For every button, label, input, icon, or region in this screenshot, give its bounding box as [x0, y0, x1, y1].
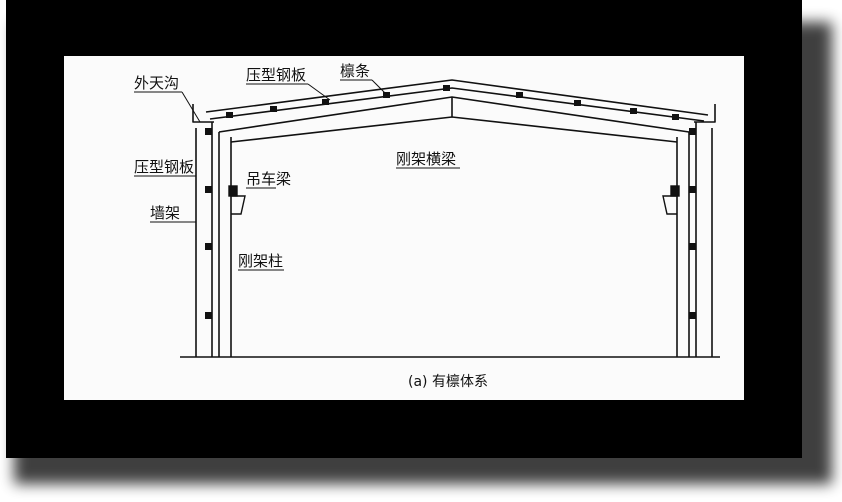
label-frame-column: 刚架柱 — [238, 252, 283, 270]
label-crane-beam: 吊车梁 — [246, 170, 291, 188]
leader-lines — [134, 79, 460, 271]
crane-beam-left — [228, 185, 246, 215]
right-gutter — [694, 104, 716, 123]
wall-girts — [205, 128, 696, 319]
label-gutter: 外天沟 — [134, 74, 179, 92]
label-purlin: 檩条 — [340, 62, 370, 80]
right-wall-frame — [695, 122, 713, 357]
label-roof-sheet: 压型钢板 — [246, 66, 306, 84]
crane-beam-right — [662, 185, 680, 215]
label-wall-sheet: 压型钢板 — [134, 158, 194, 176]
left-wall-frame — [195, 122, 213, 357]
right-column — [676, 132, 690, 357]
purlins — [226, 85, 679, 120]
frame-beam — [218, 96, 690, 143]
label-wall-frame: 墙架 — [150, 204, 180, 222]
roof-sheet — [205, 79, 709, 122]
left-column — [218, 132, 232, 357]
caption: (a) 有檩体系 — [408, 373, 488, 390]
label-frame-beam: 刚架横梁 — [396, 150, 456, 168]
